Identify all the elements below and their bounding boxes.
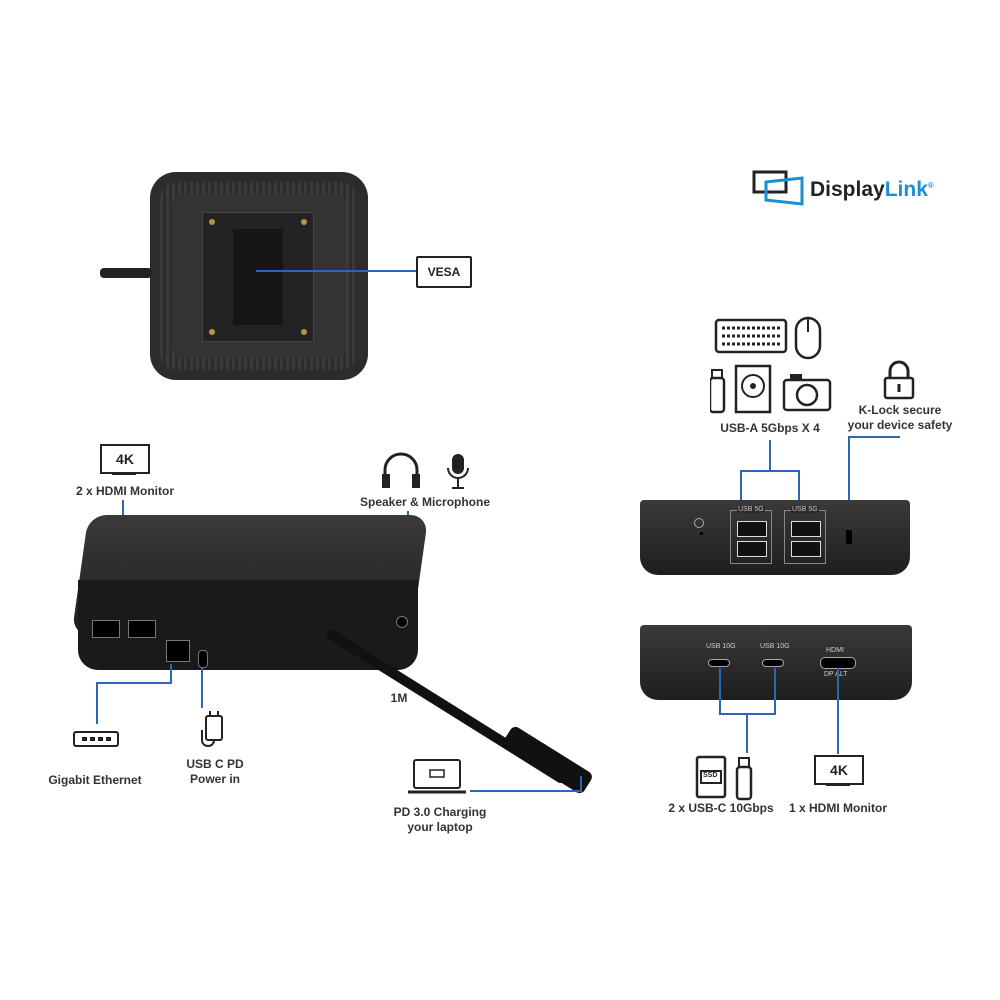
hard-drive-icon: [734, 364, 772, 414]
ethernet-icon: [73, 731, 119, 747]
pd-charging-label-1: PD 3.0 Charging: [393, 805, 487, 819]
usb-c-port-1[interactable]: [708, 659, 730, 667]
usb-c-pd-label-2: Power in: [189, 772, 240, 786]
monitor-badge: 4K: [116, 451, 134, 467]
usb-a-port-group-1[interactable]: USB 5G: [730, 506, 772, 564]
hdmi-monitor-icon: 4K: [100, 444, 150, 474]
dock-bottom-view: [150, 172, 368, 380]
ssd-usb-icons: [695, 755, 753, 801]
dock-front-view: USB 10G USB 10G HDMI DP ALT: [640, 625, 912, 700]
lock-icon: [883, 360, 915, 400]
headphones-microphone-icon: [382, 452, 469, 489]
speaker-microphone-label: Speaker & Microphone: [359, 495, 491, 509]
pd-charging-label-2: your laptop: [407, 820, 473, 834]
klock-label-1: K-Lock secure: [858, 403, 942, 417]
dp-alt-label: DP ALT: [824, 671, 848, 678]
usb-stick-icon: [710, 369, 726, 414]
usb-c-label: 2 x USB-C 10Gbps: [668, 801, 774, 815]
hdmi-monitor-label-right: 1 x HDMI Monitor: [789, 801, 887, 815]
klock-slot: [846, 530, 852, 544]
camera-icon: [782, 374, 832, 412]
klock-label-2: your device safety: [847, 418, 953, 432]
hdmi-monitor-icon-right: 4K: [814, 755, 864, 785]
displaylink-logo: DisplayLink®: [752, 168, 952, 210]
usb-a-port-label: USB 5G: [791, 506, 819, 513]
power-button-icon: [694, 518, 704, 528]
displaylink-logo-icon: [752, 170, 804, 206]
usb-c-port-2[interactable]: [762, 659, 784, 667]
usb-c-port-label-2: USB 10G: [760, 643, 790, 650]
hdmi-port-1: [92, 620, 120, 638]
mouse-icon: [794, 316, 822, 360]
cable-length-label: 1M: [390, 691, 408, 705]
usb-peripherals-icons: [710, 316, 832, 414]
ssd-badge: SSD: [703, 772, 718, 779]
brand-name-blue: Link: [884, 178, 928, 201]
usb-c-power-port: [198, 650, 208, 668]
cable: [100, 268, 152, 278]
usb-c-pd-label-1: USB C PD: [186, 757, 244, 771]
gigabit-ethernet-label: Gigabit Ethernet: [48, 773, 142, 787]
brand-name-dark: Display: [810, 178, 885, 201]
monitor-badge-right: 4K: [830, 762, 848, 778]
audio-jack: [396, 616, 408, 628]
power-adapter-icon: [201, 711, 223, 747]
hdmi-port-label: HDMI: [826, 647, 844, 654]
usb-a-label: USB-A 5Gbps X 4: [720, 421, 820, 435]
keyboard-icon: [714, 318, 788, 354]
registered-mark: ®: [927, 181, 934, 190]
usb-a-port-group-2[interactable]: USB 5G: [784, 506, 826, 564]
hdmi-port-2: [128, 620, 156, 638]
dock-rear-view: USB 5G USB 5G: [640, 500, 910, 575]
ethernet-port: [166, 640, 190, 662]
hdmi-monitor-label: 2 x HDMI Monitor: [76, 484, 174, 498]
vesa-label: VESA: [416, 256, 472, 288]
usb-a-port-label: USB 5G: [737, 506, 765, 513]
laptop-charging-icon: [408, 759, 466, 794]
vesa-mount-plate: [202, 212, 314, 342]
usb-c-port-label-1: USB 10G: [706, 643, 736, 650]
